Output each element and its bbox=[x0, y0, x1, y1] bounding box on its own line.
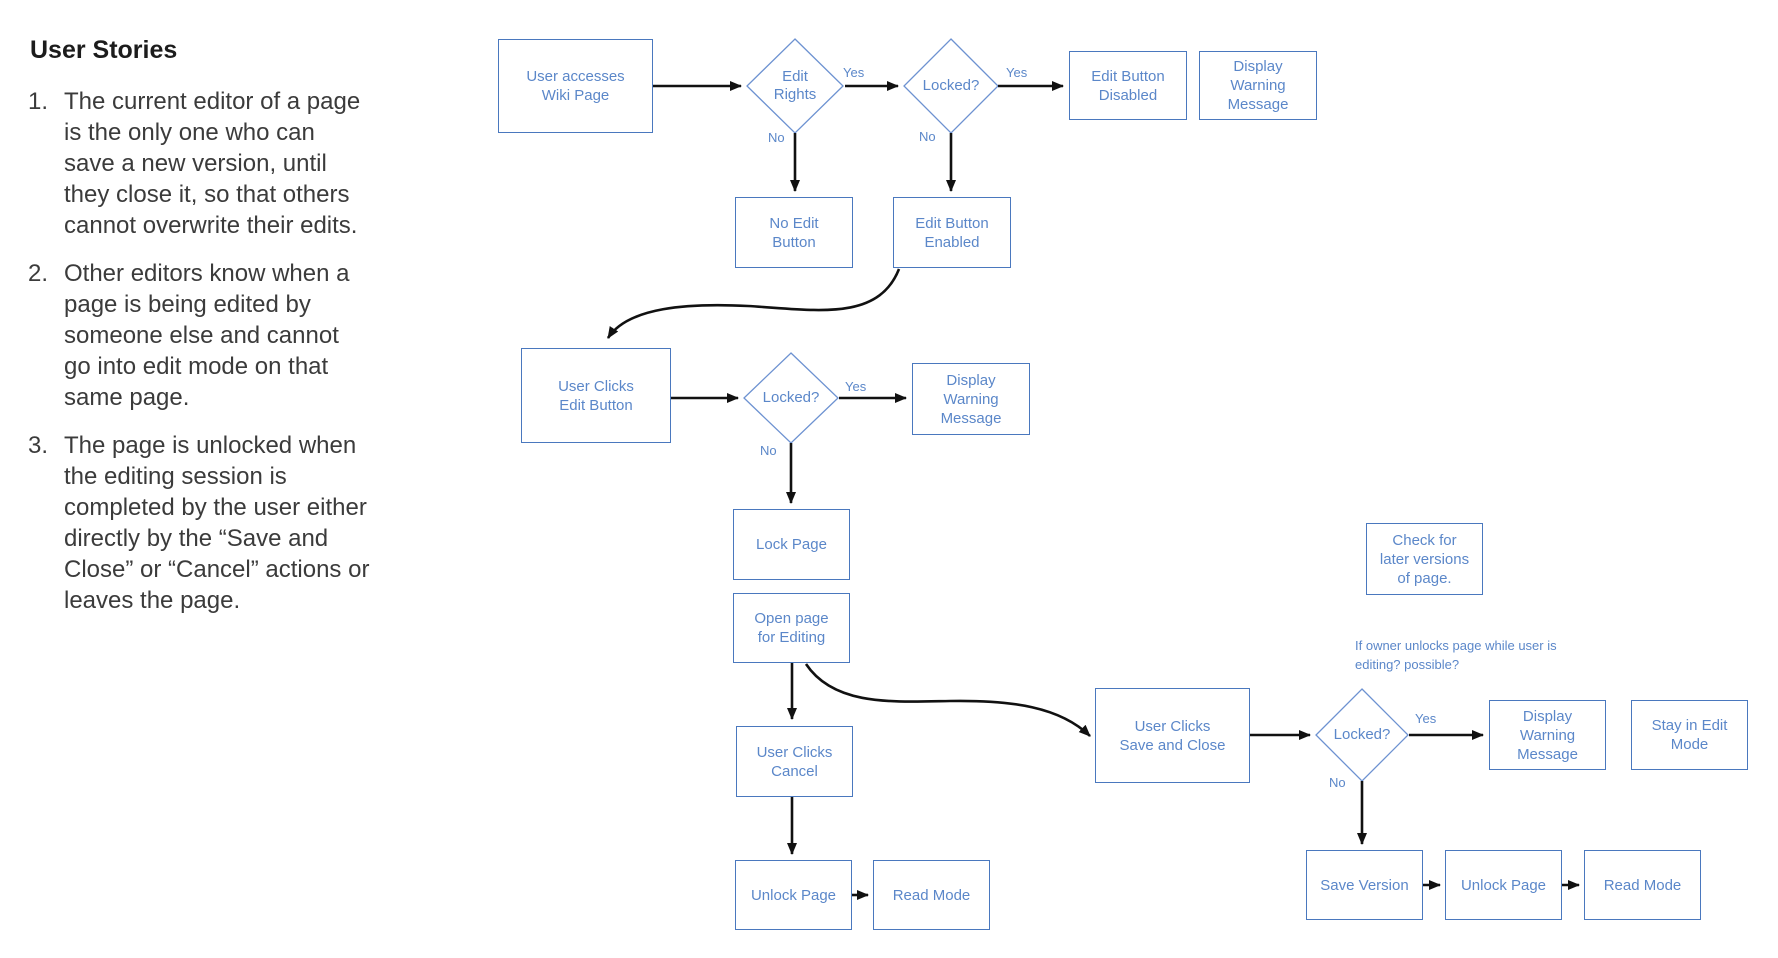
node-check-for-later-versions: Check for later versions of page. bbox=[1366, 523, 1483, 595]
story-number: 1. bbox=[28, 88, 49, 115]
decision-locked-2-label: Locked? bbox=[762, 389, 820, 406]
node-user-clicks-save-and-close: User Clicks Save and Close bbox=[1095, 688, 1250, 783]
node-edit-button-disabled: Edit Button Disabled bbox=[1069, 51, 1187, 120]
edge-label-yes: Yes bbox=[843, 65, 865, 80]
decision-edit-rights-label: Edit Rights bbox=[773, 68, 817, 103]
node-unlock-page-2: Unlock Page bbox=[1445, 850, 1562, 920]
decision-locked-3-label: Locked? bbox=[1333, 726, 1391, 743]
node-user-clicks-edit-button: User Clicks Edit Button bbox=[521, 348, 671, 443]
user-story-item: 3. The page is unlocked when the editing… bbox=[28, 430, 384, 616]
story-number: 3. bbox=[28, 432, 49, 459]
node-no-edit-button: No Edit Button bbox=[735, 197, 853, 268]
node-read-mode-2: Read Mode bbox=[1584, 850, 1701, 920]
user-stories-title: User Stories bbox=[30, 36, 178, 64]
edge-label-yes: Yes bbox=[1415, 711, 1437, 726]
story-text: The current editor of a page is the only… bbox=[64, 88, 361, 239]
node-display-warning-message-3: Display Warning Message bbox=[1489, 700, 1606, 770]
node-open-page-for-editing: Open page for Editing bbox=[733, 593, 850, 663]
edge-label-no: No bbox=[768, 130, 785, 145]
user-story-item: 1. The current editor of a page is the o… bbox=[28, 86, 384, 241]
story-number: 2. bbox=[28, 260, 49, 287]
arrow-editenabled-to-userclicksedit bbox=[606, 268, 901, 339]
decision-locked-1-label: Locked? bbox=[922, 77, 980, 94]
edge-label-yes: Yes bbox=[1006, 65, 1028, 80]
edge-label-no: No bbox=[760, 443, 777, 458]
node-unlock-page-1: Unlock Page bbox=[735, 860, 852, 930]
node-stay-in-edit-mode: Stay in Edit Mode bbox=[1631, 700, 1748, 770]
edge-label-no: No bbox=[919, 129, 936, 144]
story-text: Other editors know when a page is being … bbox=[64, 260, 350, 411]
node-save-version: Save Version bbox=[1306, 850, 1423, 920]
node-read-mode-1: Read Mode bbox=[873, 860, 990, 930]
node-lock-page: Lock Page bbox=[733, 509, 850, 580]
edge-label-no: No bbox=[1329, 775, 1346, 790]
user-stories-panel: User Stories 1. The current editor of a … bbox=[28, 36, 384, 633]
node-edit-button-enabled: Edit Button Enabled bbox=[893, 197, 1011, 268]
arrow-openpage-to-saveclose bbox=[804, 663, 1091, 737]
story-text: The page is unlocked when the editing se… bbox=[64, 432, 370, 614]
node-display-warning-message-1: Display Warning Message bbox=[1199, 51, 1317, 120]
annotation-note: If owner unlocks page while user is edit… bbox=[1355, 638, 1557, 672]
edge-label-yes: Yes bbox=[845, 379, 867, 394]
node-user-clicks-cancel: User Clicks Cancel bbox=[736, 726, 853, 797]
node-user-accesses-wiki-page: User accesses Wiki Page bbox=[498, 39, 653, 133]
user-story-item: 2. Other editors know when a page is bei… bbox=[28, 258, 384, 413]
node-display-warning-message-2: Display Warning Message bbox=[912, 363, 1030, 435]
